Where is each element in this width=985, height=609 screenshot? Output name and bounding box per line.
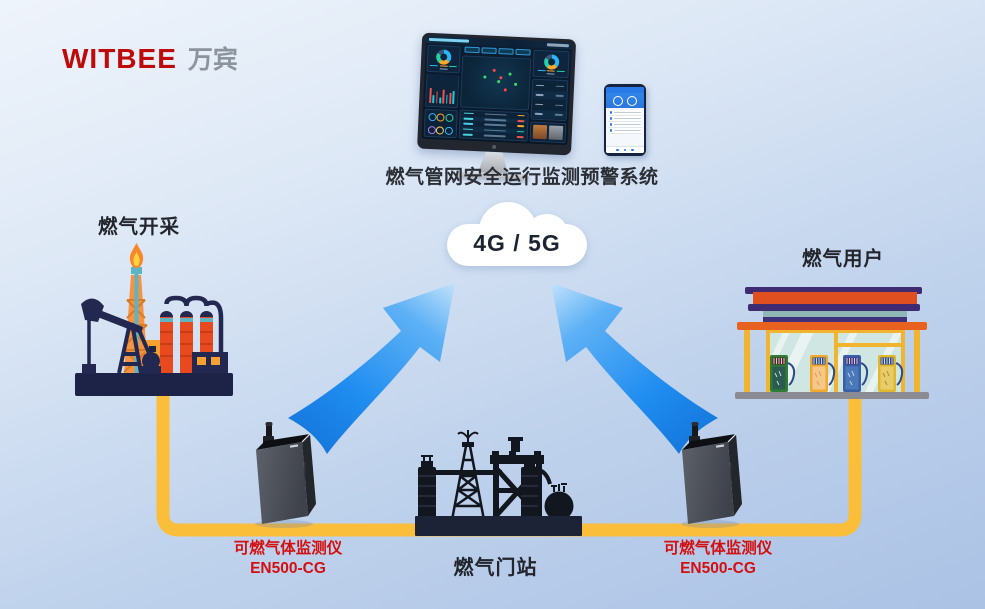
brand-name: WITBEE: [62, 43, 177, 74]
gas-detector-right-label: 可燃气体监测仪 EN500-CG: [648, 539, 788, 579]
gas-detector-right: [681, 422, 742, 528]
gas-detector-left: [255, 422, 316, 528]
uplink-arrow-right-icon: [551, 283, 718, 454]
gate-station-label: 燃气门站: [453, 557, 538, 579]
uplink-arrow-left-icon: [288, 283, 455, 454]
dashboard-camera-feeds: [529, 121, 567, 144]
smartphone-gauges: [606, 93, 644, 108]
oil-pump-icon: [81, 298, 161, 374]
gate-tank-left: [418, 455, 436, 520]
dashboard-nav: [462, 46, 531, 56]
cloud-4g5g-icon: 4G / 5G: [447, 202, 592, 268]
dashboard-table: [458, 108, 529, 142]
dashboard-bar-chart: [424, 73, 460, 109]
device-name: 可燃气体监测仪: [663, 540, 773, 557]
gate-derrick: [450, 430, 486, 521]
dashboard-gauges: [423, 108, 458, 139]
monitor-screen: [417, 32, 577, 156]
smartphone-screen: [606, 87, 644, 153]
gate-station-illustration: [415, 430, 582, 536]
system-title: 燃气管网安全运行监测预警系统: [385, 167, 659, 188]
device-model: EN500-CG: [250, 560, 326, 577]
gas-detector-left-label: 可燃气体监测仪 EN500-CG: [218, 539, 358, 579]
gas-station-base: [735, 392, 929, 399]
gas-station-illustration: [735, 287, 929, 399]
extraction-illustration: [75, 243, 233, 396]
dashboard: [421, 35, 573, 146]
device-model: EN500-CG: [680, 560, 756, 577]
brand-name-cn: 万宾: [187, 46, 238, 74]
dashboard-list: [530, 78, 569, 122]
extraction-base: [75, 373, 233, 396]
dashboard-map: [459, 54, 532, 110]
device-name: 可燃气体监测仪: [233, 540, 343, 557]
smartphone-nav: [606, 146, 644, 153]
plant-building-icon: [192, 352, 228, 373]
users-label: 燃气用户: [802, 248, 885, 270]
monitor: [416, 32, 577, 183]
storage-tanks-icon: [160, 295, 224, 373]
dashboard-donut-chart-right: [532, 49, 570, 79]
network-label: 4G / 5G: [473, 230, 561, 256]
gate-tank-right: [521, 461, 538, 520]
gas-station-roof: [737, 287, 927, 330]
fuel-pumps-icon: [770, 355, 904, 392]
brand-logo: WITBEE 万宾: [62, 40, 238, 76]
extraction-label: 燃气开采: [98, 216, 181, 238]
dashboard-donut-chart: [426, 44, 461, 74]
smartphone: [604, 84, 646, 156]
gate-base: [415, 516, 582, 536]
